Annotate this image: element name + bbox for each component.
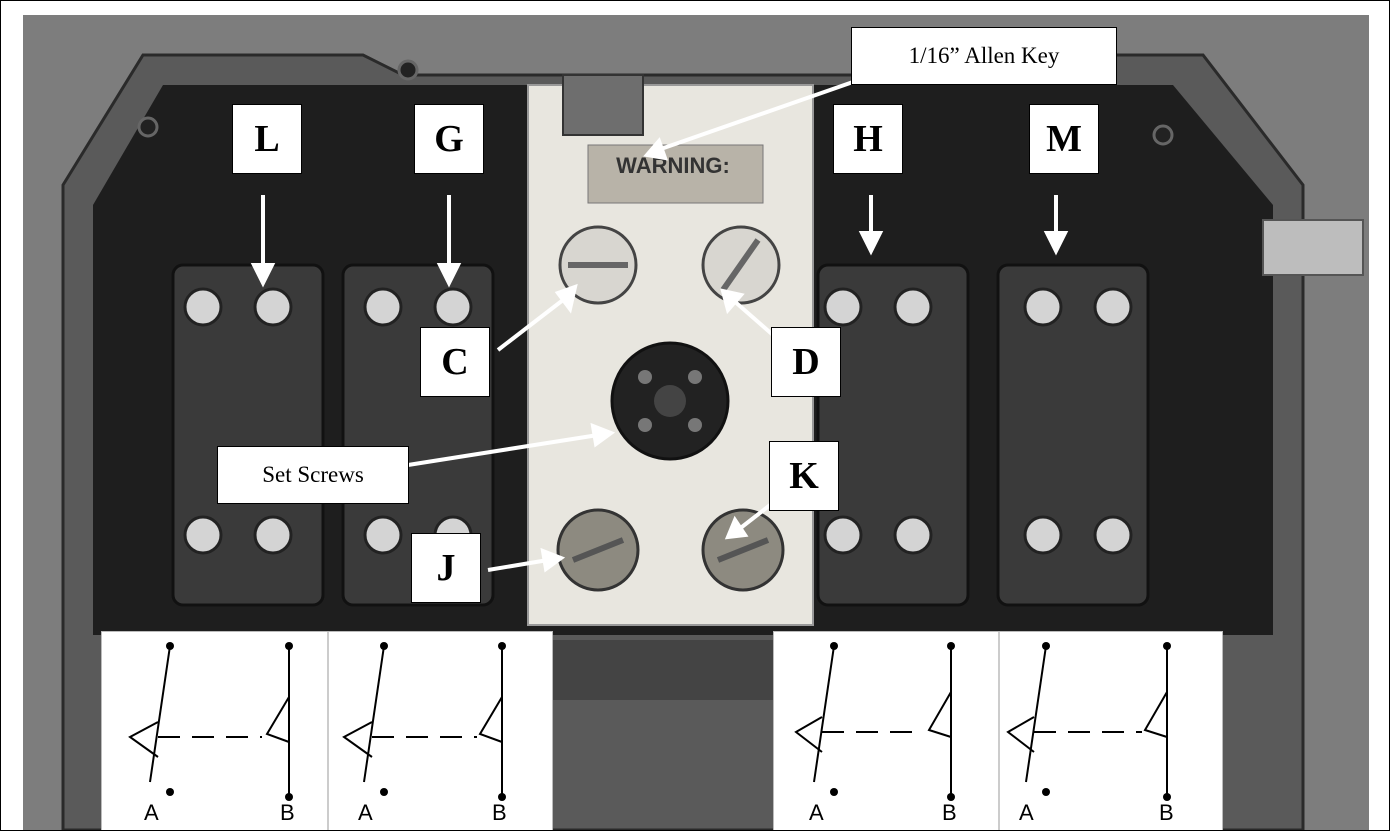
shaft <box>1262 219 1364 276</box>
label-h: H <box>833 104 903 174</box>
switch-symbols-right <box>794 632 1171 830</box>
allen-key-label: 1/16” Allen Key <box>851 27 1117 85</box>
label-g: G <box>414 104 484 174</box>
bolt <box>397 59 419 81</box>
terminal-label-b: B <box>280 800 295 825</box>
switch-symbols-left <box>128 632 506 830</box>
terminal-label-a: A <box>358 800 373 825</box>
terminal-label-b: B <box>1159 800 1174 825</box>
terminal-label-b: B <box>492 800 507 825</box>
switch-block-h <box>816 263 970 607</box>
schematic-left: A B A B <box>101 631 553 830</box>
terminal-label-a: A <box>809 800 824 825</box>
warning-text: WARNING: <box>616 153 730 178</box>
label-c: C <box>420 327 490 397</box>
terminal-label-a: A <box>1019 800 1034 825</box>
label-m: M <box>1029 104 1099 174</box>
key-clip <box>562 74 644 136</box>
terminal-label-b: B <box>942 800 957 825</box>
schematic-right: A B A B <box>773 631 1223 830</box>
set-screws-label: Set Screws <box>217 446 409 504</box>
label-l: L <box>232 104 302 174</box>
label-d: D <box>771 327 841 397</box>
terminal-label-a: A <box>144 800 159 825</box>
lower-bracket <box>543 640 783 700</box>
bolt <box>137 116 159 138</box>
label-k: K <box>769 441 839 511</box>
warning-plate <box>587 144 764 204</box>
bolt <box>1152 124 1174 146</box>
label-j: J <box>411 533 481 603</box>
